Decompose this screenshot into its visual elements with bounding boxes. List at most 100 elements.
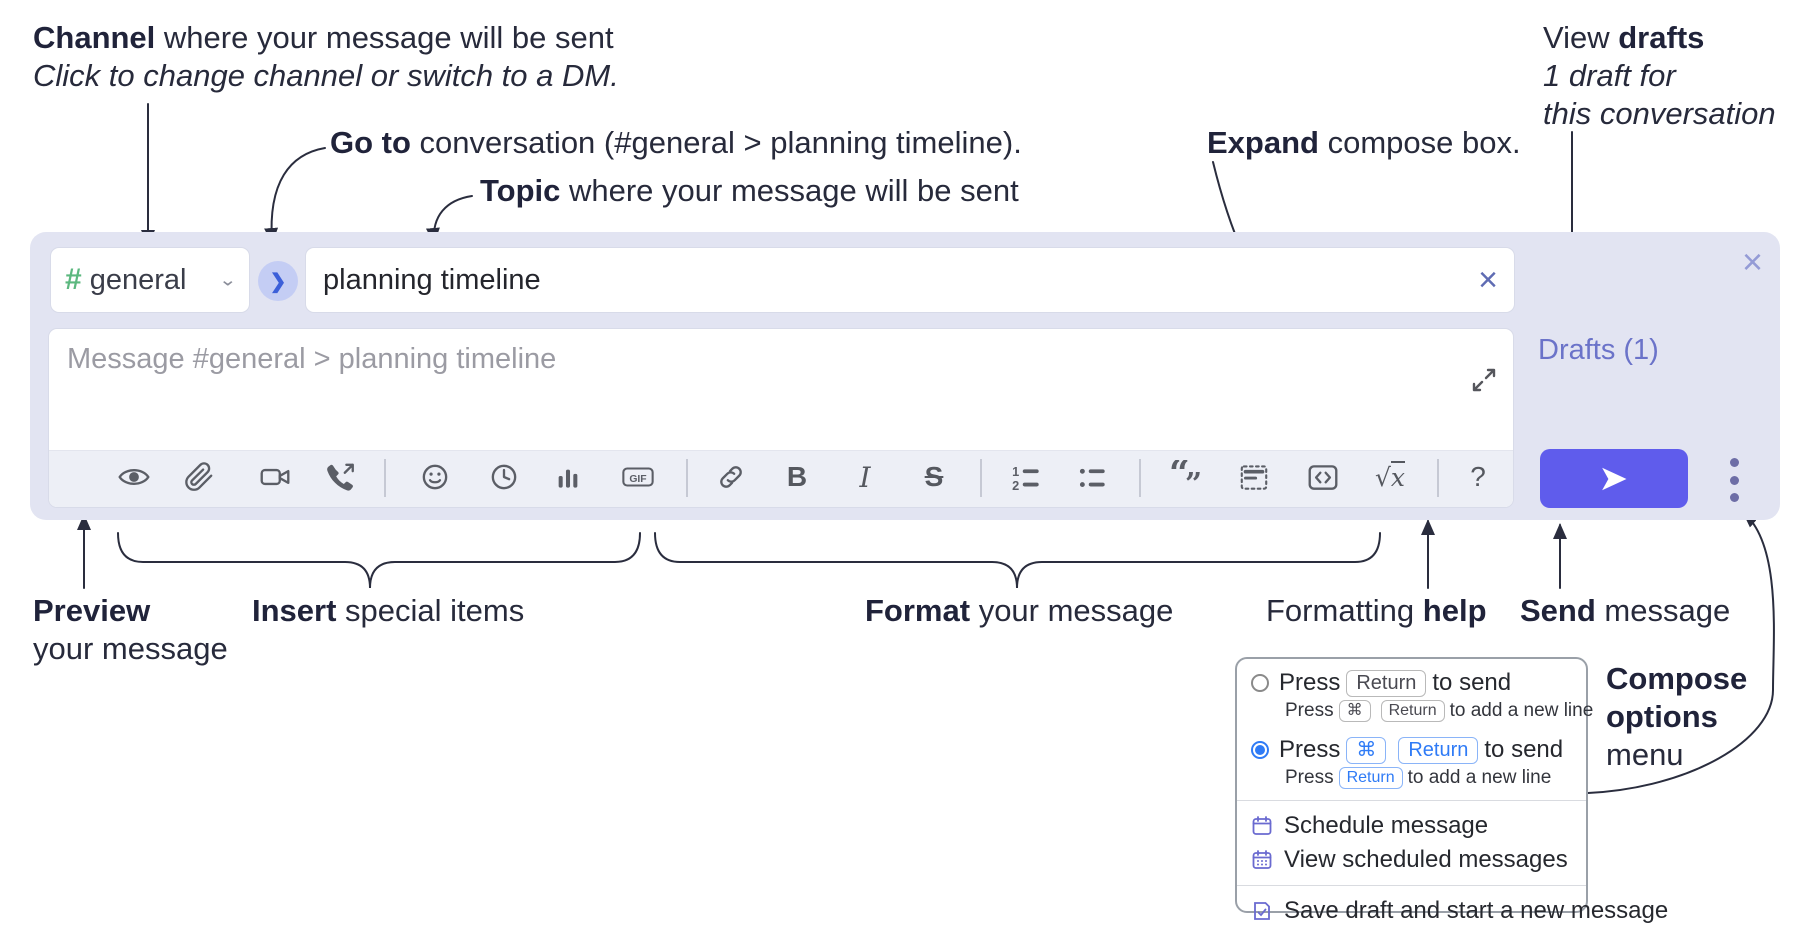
message-input[interactable]: Message #general > planning timeline (48, 328, 1514, 508)
link-icon[interactable] (714, 460, 748, 494)
spoiler-icon[interactable] (1237, 460, 1271, 494)
format-brace (654, 532, 1381, 589)
radio-selected-icon[interactable] (1251, 741, 1269, 759)
option-text: Press (1279, 669, 1341, 696)
channel-hash-icon: # (65, 263, 82, 296)
channel-name: general (89, 263, 187, 296)
drafts-annotation: View drafts 1 draft for this conversatio… (1543, 19, 1776, 133)
menu-divider (1237, 800, 1586, 801)
bold-icon[interactable]: B (780, 460, 814, 494)
option-text: to send (1432, 669, 1512, 696)
compose-options-popup: Press Return to send Press ⌘ Return to a… (1235, 657, 1668, 924)
topic-annotation-rest: where your message will be sent (560, 173, 1019, 208)
drafts-annotation-pre: View (1543, 20, 1619, 55)
compose-options-annotation: Compose options menu (1606, 660, 1747, 774)
global-time-icon[interactable] (487, 460, 521, 494)
cmd-enter-sends-option[interactable]: Press ⌘ Return to send (1251, 736, 1586, 764)
format-annotation-bold: Format (865, 593, 971, 628)
toolbar-divider (686, 459, 688, 497)
italic-icon[interactable]: I (848, 460, 882, 494)
menu-item-label: View scheduled messages (1284, 846, 1568, 873)
option-subtext: Press (1285, 767, 1334, 788)
help-annotation: Formatting help (1266, 592, 1487, 630)
strikethrough-icon[interactable]: S (917, 460, 951, 494)
return-key-chip: Return (1398, 736, 1479, 764)
compose-box: # general ⌄ ❯ planning timeline × × Mess… (30, 232, 1780, 520)
expand-annotation-rest: compose box. (1318, 125, 1521, 160)
quote-icon[interactable]: “” (1169, 460, 1203, 494)
option-subtext: Press (1285, 700, 1334, 721)
option-subtext: to add a new line (1449, 700, 1594, 721)
formatting-help-icon[interactable]: ? (1461, 460, 1495, 494)
toolbar-divider (384, 459, 386, 497)
cmd-key-chip: ⌘ (1338, 700, 1371, 722)
drafts-annotation-line3: this conversation (1543, 96, 1776, 131)
channel-annotation: Channel where your message will be sent … (33, 19, 619, 95)
poll-icon[interactable] (551, 460, 585, 494)
send-annotation-rest: message (1595, 593, 1731, 628)
svg-text:1: 1 (1012, 464, 1019, 479)
topic-input[interactable]: planning timeline × (305, 247, 1515, 313)
option-subtext: to add a new line (1407, 767, 1552, 788)
goto-annotation-rest: conversation (#general > planning timeli… (410, 125, 1022, 160)
toolbar-divider (1437, 459, 1439, 497)
svg-text:2: 2 (1012, 478, 1019, 493)
enter-sends-option[interactable]: Press Return to send (1251, 669, 1586, 697)
send-plane-icon (1602, 467, 1627, 490)
emoji-icon[interactable] (418, 460, 452, 494)
topic-annotation: Topic where your message will be sent (480, 172, 1019, 210)
svg-text:“: “ (1169, 460, 1190, 494)
channel-annotation-line2: Click to change channel or switch to a D… (33, 58, 619, 93)
expand-annotation: Expand compose box. (1207, 124, 1521, 162)
preview-annotation-bold: Preview (33, 593, 151, 628)
close-compose-icon[interactable]: × (1742, 241, 1764, 282)
clear-topic-icon[interactable]: × (1478, 261, 1498, 299)
topic-value: planning timeline (323, 263, 541, 296)
save-draft-item[interactable]: Save draft and start a new message (1251, 897, 1668, 925)
video-call-icon[interactable] (258, 460, 292, 494)
bulleted-list-icon[interactable] (1076, 460, 1110, 494)
schedule-message-item[interactable]: Schedule message (1251, 812, 1586, 840)
save-draft-icon (1254, 902, 1270, 920)
radio-unselected-icon[interactable] (1251, 674, 1269, 692)
chevron-right-icon: ❯ (269, 270, 287, 293)
insert-annotation-rest: special items (336, 593, 525, 628)
chevron-down-icon: ⌄ (218, 269, 237, 290)
toolbar-divider (1139, 459, 1141, 497)
return-key-chip: Return (1338, 767, 1403, 789)
goto-pointer-line (264, 147, 326, 244)
view-scheduled-messages-item[interactable]: View scheduled messages (1251, 846, 1586, 874)
preview-icon[interactable] (117, 460, 151, 494)
compose-options-menu-icon[interactable] (1714, 458, 1754, 502)
menu-divider (1237, 885, 1586, 886)
go-to-conversation-button[interactable]: ❯ (258, 261, 298, 301)
menu-item-label: Save draft and start a new message (1284, 897, 1669, 924)
help-annotation-pre: Formatting (1266, 593, 1423, 628)
drafts-annotation-bold: drafts (1618, 20, 1705, 55)
compose-options-line3: menu (1606, 737, 1684, 772)
preview-annotation: Preview your message (33, 592, 228, 668)
math-icon[interactable]: √x (1373, 460, 1407, 494)
channel-annotation-bold: Channel (33, 20, 156, 55)
channel-select[interactable]: # general ⌄ (50, 247, 250, 313)
send-button[interactable] (1540, 449, 1688, 508)
svg-text:”: ” (1185, 467, 1202, 494)
voice-call-icon[interactable] (323, 460, 357, 494)
cmd-key-chip: ⌘ (1346, 736, 1387, 764)
expand-compose-icon[interactable] (1469, 365, 1499, 400)
gif-icon[interactable]: GIF (621, 460, 655, 494)
attach-file-icon[interactable] (182, 460, 216, 494)
drafts-link[interactable]: Drafts (1) (1538, 334, 1659, 366)
return-key-chip: Return (1380, 700, 1445, 722)
format-annotation-rest: your message (970, 593, 1174, 628)
goto-annotation-bold: Go to (330, 125, 411, 160)
insert-brace (117, 532, 641, 589)
calendar-icon (1252, 816, 1272, 835)
expand-annotation-bold: Expand (1207, 125, 1319, 160)
send-annotation: Send message (1520, 592, 1730, 630)
return-key-chip: Return (1346, 669, 1427, 697)
code-icon[interactable] (1306, 460, 1340, 494)
channel-annotation-rest: where your message will be sent (155, 20, 614, 55)
